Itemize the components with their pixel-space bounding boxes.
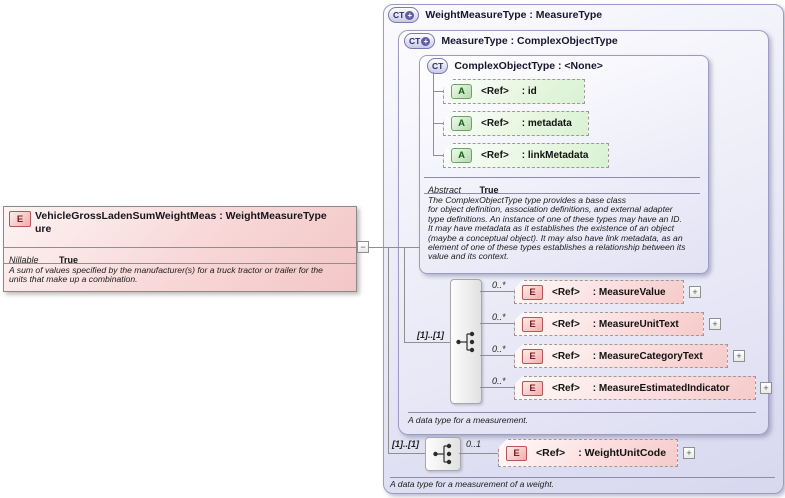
occurs-label: [1]..[1] — [392, 439, 419, 449]
element-ref: <Ref> — [552, 286, 580, 298]
element-name: : MeasureValue — [592, 286, 666, 298]
element-icon: E — [522, 348, 543, 364]
box-title-text: ComplexObjectType : <None> — [454, 60, 603, 72]
element-icon: E — [506, 445, 527, 461]
weight-measure-type-description: A data type for a measurement of a weigh… — [390, 479, 555, 489]
nillable-value: True — [58, 255, 78, 265]
attribute-ref: <Ref> — [481, 118, 509, 129]
complex-type-icon: CT+ — [404, 33, 436, 49]
connector-line — [480, 355, 514, 356]
element-icon: E — [522, 316, 543, 332]
complex-object-type-description: The ComplexObjectType type provides a ba… — [428, 195, 686, 262]
connector-line — [385, 247, 420, 248]
sequence-icon — [456, 331, 475, 352]
connector-line — [480, 323, 514, 324]
element-name: : MeasureEstimatedIndicator — [592, 382, 730, 394]
attribute-row-linkmetadata[interactable]: A <Ref> : linkMetadata — [443, 143, 609, 168]
connector-line — [433, 91, 443, 92]
connector-line — [433, 123, 443, 124]
complex-object-type-title[interactable]: CT ComplexObjectType : <None> — [427, 58, 603, 74]
box-title-text: WeightMeasureType : MeasureType — [425, 9, 603, 21]
element-icon: E — [9, 211, 31, 227]
divider — [408, 412, 756, 413]
divider — [390, 477, 775, 478]
element-title-line2: ure — [35, 222, 52, 235]
collapse-button[interactable]: − — [357, 241, 369, 253]
measure-type-title[interactable]: CT+ MeasureType : ComplexObjectType — [404, 33, 618, 49]
element-ref: <Ref> — [552, 318, 580, 330]
connector-line — [433, 72, 434, 156]
expand-button[interactable]: + — [733, 350, 745, 362]
attribute-ref: <Ref> — [481, 86, 509, 97]
sequence-indicator[interactable] — [450, 279, 482, 404]
nillable-label: Nillable — [9, 255, 39, 265]
occurs-label: 0..1 — [466, 439, 482, 449]
occurs-label: 0..* — [492, 376, 506, 386]
attribute-name: : linkMetadata — [521, 150, 589, 161]
element-row-weightunitcode[interactable]: E <Ref> : WeightUnitCode — [498, 439, 678, 467]
connector-line — [433, 155, 443, 156]
occurs-label: 0..* — [492, 344, 506, 354]
element-title-line1: VehicleGrossLadenSumWeightMeas : WeightM… — [35, 210, 327, 222]
element-row-measureestimatedindicator[interactable]: E <Ref> : MeasureEstimatedIndicator — [514, 376, 756, 400]
complex-type-icon: CT — [427, 58, 449, 74]
attribute-icon: A — [451, 116, 472, 131]
divider — [4, 263, 356, 264]
attribute-row-id[interactable]: A <Ref> : id — [443, 79, 585, 104]
element-name: : MeasureCategoryText — [592, 350, 703, 362]
occurs-label: 0..* — [492, 312, 506, 322]
derived-plus-icon: + — [421, 36, 431, 46]
element-row-measureunittext[interactable]: E <Ref> : MeasureUnitText — [514, 312, 704, 336]
divider — [4, 247, 356, 248]
element-row-measurecategorytext[interactable]: E <Ref> : MeasureCategoryText — [514, 344, 728, 368]
occurs-label: [1]..[1] — [417, 330, 444, 340]
weight-measure-type-title[interactable]: CT+ WeightMeasureType : MeasureType — [388, 7, 602, 23]
connector-line — [404, 247, 405, 342]
connector-line — [404, 342, 450, 343]
element-ref: <Ref> — [536, 447, 566, 459]
element-title: VehicleGrossLadenSumWeightMeas : WeightM… — [35, 210, 327, 235]
sequence-indicator[interactable] — [425, 437, 461, 471]
expand-button[interactable]: + — [760, 382, 772, 394]
abstract-label: Abstract — [428, 185, 462, 195]
element-name: : WeightUnitCode — [578, 447, 667, 459]
abstract-property: Abstract True — [428, 180, 498, 198]
connector-line — [459, 453, 498, 454]
attribute-row-metadata[interactable]: A <Ref> : metadata — [443, 111, 589, 136]
vehicle-gross-laden-sum-weight-measure-box[interactable]: E VehicleGrossLadenSumWeightMeas : Weigh… — [3, 206, 357, 292]
complex-type-icon: CT+ — [388, 7, 420, 23]
attribute-icon: A — [451, 84, 472, 99]
element-name: : MeasureUnitText — [592, 318, 679, 330]
connector-line — [369, 247, 385, 248]
connector-line — [388, 247, 389, 453]
occurs-label: 0..* — [492, 280, 506, 290]
element-icon: E — [522, 284, 543, 300]
element-ref: <Ref> — [552, 382, 580, 394]
attribute-name: : id — [521, 86, 537, 97]
expand-button[interactable]: + — [683, 447, 695, 459]
sequence-icon — [433, 443, 452, 465]
connector-line — [388, 453, 425, 454]
abstract-value: True — [479, 185, 499, 195]
divider — [424, 177, 700, 178]
element-ref: <Ref> — [552, 350, 580, 362]
element-row-measurevalue[interactable]: E <Ref> : MeasureValue — [514, 280, 684, 304]
element-description: A sum of values specified by the manufac… — [9, 265, 323, 285]
measure-type-description: A data type for a measurement. — [408, 415, 529, 425]
element-icon: E — [522, 380, 543, 396]
expand-button[interactable]: + — [689, 286, 701, 298]
expand-button[interactable]: + — [709, 318, 721, 330]
connector-line — [480, 387, 514, 388]
box-title-text: MeasureType : ComplexObjectType — [441, 35, 618, 47]
attribute-name: : metadata — [521, 118, 572, 129]
derived-plus-icon: + — [405, 10, 415, 20]
connector-line — [480, 291, 514, 292]
attribute-icon: A — [451, 148, 472, 163]
divider — [424, 193, 700, 194]
attribute-ref: <Ref> — [481, 150, 509, 161]
nillable-property: Nillable True — [9, 250, 78, 268]
